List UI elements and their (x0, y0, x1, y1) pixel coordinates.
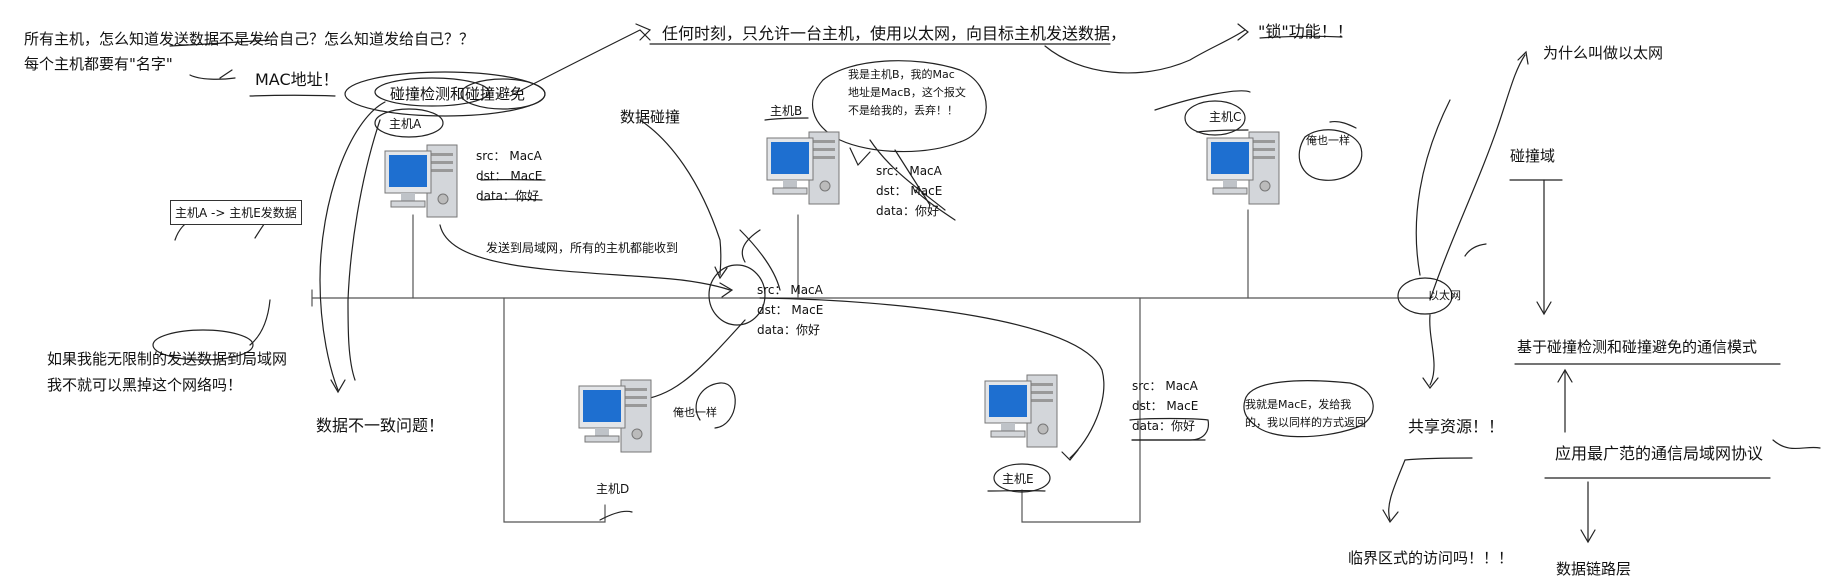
bubble-b-line1: 我是主机B，我的Mac (848, 68, 955, 81)
note-lock: "锁"功能！！ (1258, 22, 1353, 41)
note-why-ethernet: 为什么叫做以太网 (1543, 44, 1664, 62)
packet-dst: dst： MacE (757, 303, 824, 317)
computer-icon (984, 374, 1058, 448)
note-need-name: 每个主机都要有"名字" (24, 55, 173, 73)
note-critical-section: 临界区式的访问吗！！！ (1348, 549, 1514, 567)
packet-src: src： MacA (876, 164, 942, 178)
bubble-d: 俺也一样 (673, 406, 717, 419)
host-label-d: 主机D (596, 482, 630, 496)
bubble-b-line2: 地址是MacB，这个报文 (848, 86, 966, 99)
packet-data: data：你好 (1132, 419, 1196, 433)
packet-src: src： MacA (757, 283, 823, 297)
ethernet-label: 以太网 (1428, 289, 1461, 302)
note-how-know-self: 所有主机，怎么知道发送数据不是发给自己？怎么知道发给自己？？ (24, 30, 475, 48)
packet-src: src： MacA (476, 149, 542, 163)
computer-icon (578, 379, 652, 453)
packet-src: src： MacA (1132, 379, 1198, 393)
packet-data: data：你好 (476, 189, 540, 203)
note-hack-network: 我不就可以黑掉这个网络吗！ (47, 376, 243, 394)
note-data-link-layer: 数据链路层 (1556, 560, 1632, 578)
a-to-e-box: 主机A -> 主机E发数据 (170, 200, 302, 225)
computer-icon (384, 144, 458, 218)
note-comm-mode: 基于碰撞检测和碰撞避免的通信模式 (1517, 338, 1758, 356)
packet-dst: dst： MacE (876, 184, 943, 198)
note-one-host-at-a-time: 任何时刻，只允许一台主机，使用以太网，向目标主机发送数据， (662, 24, 1127, 43)
note-mac-address: MAC地址！ (255, 70, 339, 89)
note-lan-protocol: 应用最广范的通信局域网协议 (1555, 444, 1764, 463)
note-inconsistency: 数据不一致问题！ (316, 416, 445, 435)
bubble-c: 俺也一样 (1306, 134, 1350, 147)
host-label-e: 主机E (1002, 472, 1034, 486)
note-collision-domain: 碰撞域 (1510, 147, 1556, 165)
host-label-a: 主机A (389, 117, 422, 131)
packet-dst: dst： MacE (476, 169, 543, 183)
host-label-b: 主机B (770, 104, 803, 118)
note-collision-detect: 碰撞检测和碰撞避免 (390, 85, 526, 103)
packet-dst: dst： MacE (1132, 399, 1199, 413)
bubble-e-line1: 我就是MacE，发给我 (1245, 398, 1352, 411)
packet-data: data：你好 (757, 323, 821, 337)
computer-icon (766, 131, 840, 205)
note-shared-resource: 共享资源！！ (1408, 417, 1505, 436)
note-send-to-lan: 发送到局域网，所有的主机都能收到 (486, 241, 679, 255)
packet-data: data：你好 (876, 204, 940, 218)
note-unlimited-send: 如果我能无限制的发送数据到局域网 (47, 350, 288, 368)
host-label-c: 主机C (1209, 110, 1242, 124)
bubble-e-line2: 的，我以同样的方式返回 (1245, 416, 1366, 429)
bubble-b-line3: 不是给我的，丢弃！！ (848, 104, 958, 117)
note-data-collision: 数据碰撞 (620, 108, 681, 126)
computer-icon (1206, 131, 1280, 205)
